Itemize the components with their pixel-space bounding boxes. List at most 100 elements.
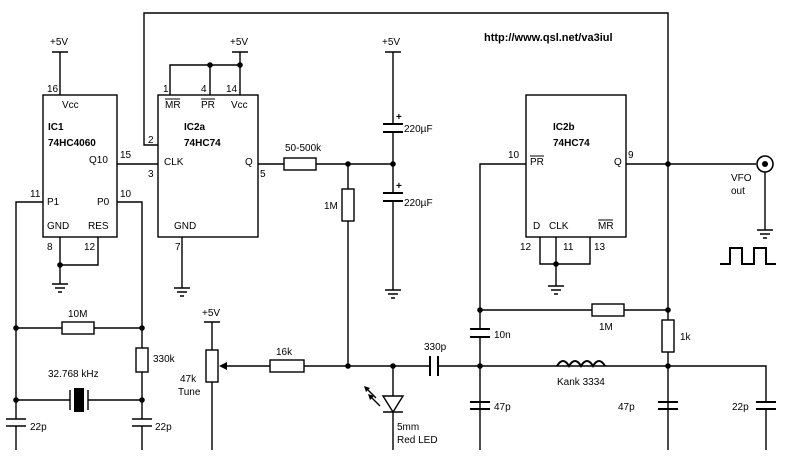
ic1-name: IC1 — [48, 122, 64, 133]
ic2b-pin-q: 9 — [628, 150, 634, 161]
c-47p-a-label: 47p — [494, 402, 511, 413]
ic2b-pin-pr: 10 — [508, 150, 520, 161]
junction-dot — [139, 325, 145, 331]
ic1-pin-p0: 10 — [120, 189, 132, 200]
c22-left1-label: 22p — [30, 422, 47, 433]
cap-22p-left1 — [6, 400, 26, 450]
ic2b-part: 74HC74 — [553, 138, 590, 149]
ic2a-pin-gnd: 7 — [175, 242, 181, 253]
wiper-arrow — [219, 362, 227, 370]
ground-symbol — [757, 229, 773, 239]
c22-left2-label: 22p — [155, 422, 172, 433]
cap-plus: + — [396, 181, 402, 192]
cap-22p-right — [756, 401, 776, 410]
junction-dot — [553, 261, 559, 267]
resistor-1m-left — [341, 188, 355, 222]
ic2a-chip — [157, 94, 259, 238]
ic2a-part: 74HC74 — [184, 138, 221, 149]
crystal — [74, 388, 84, 412]
junction-dot — [237, 62, 243, 68]
r-10m-label: 10M — [68, 309, 87, 320]
junction-dot — [345, 363, 351, 369]
r-1k-label: 1k — [680, 332, 692, 343]
r-1m-right-label: 1M — [599, 322, 613, 333]
ic2a-pin-clk: 3 — [148, 169, 154, 180]
led-symbol — [381, 395, 405, 414]
cap-220-top-label: 220µF — [404, 124, 433, 135]
cap-47p-b — [658, 401, 678, 410]
resistor-10m — [61, 321, 95, 335]
ic1-gnd-wire — [59, 237, 99, 284]
ic2b-pr-label: PR — [530, 157, 544, 168]
ground-symbol — [52, 283, 68, 293]
ic1-pin-q10: 15 — [120, 150, 132, 161]
xtal-label: 32.768 kHz — [48, 369, 99, 380]
cap-supply-label: +5V — [382, 37, 400, 48]
cap-10n — [470, 328, 490, 338]
ic1-p0-label: P0 — [97, 197, 110, 208]
c-22p-right-label: 22p — [732, 402, 749, 413]
inductor-label: Kank 3334 — [557, 377, 605, 388]
ic2a-clk-label: CLK — [164, 157, 184, 168]
square-wave-icon — [720, 247, 776, 265]
junction-dot — [13, 325, 19, 331]
cap-47p-a — [470, 401, 490, 410]
led-ray-arrows — [364, 386, 374, 400]
ic2a-pin-vcc: 14 — [226, 84, 238, 95]
ic2a-preset-wire — [169, 64, 240, 95]
ic1-res-label: RES — [88, 221, 109, 232]
ic2a-pin-mr: 1 — [163, 84, 169, 95]
ic1-pin-p1: 11 — [30, 189, 41, 200]
junction-dot — [207, 62, 213, 68]
feedback-wire — [143, 12, 669, 164]
ic1-pin-res: 12 — [84, 242, 96, 253]
pot-label: 47k — [180, 374, 197, 385]
ic2a-name: IC2a — [184, 122, 206, 133]
resistor-330k — [135, 347, 149, 373]
p1-wire — [15, 201, 43, 400]
ic1-supply-label: +5V — [50, 37, 68, 48]
r-1m-left-label: 1M — [324, 201, 338, 212]
junction-dot — [57, 262, 63, 268]
ic2a-supply-wire — [232, 51, 248, 95]
ground-symbol — [174, 287, 190, 297]
ic2a-pr-label: PR — [201, 100, 215, 111]
vfo-out-label: out — [731, 186, 745, 197]
vfo-label: VFO — [731, 173, 752, 184]
cap-22p-left2 — [132, 400, 152, 450]
c-47p-b-label: 47p — [618, 402, 635, 413]
ic1-pin-vcc: 16 — [47, 84, 59, 95]
ic2b-pin-clk: 11 — [563, 242, 574, 253]
cap-plus: + — [396, 112, 402, 123]
pot-supply-label: +5V — [202, 308, 220, 319]
ic2a-vcc-label: Vcc — [231, 100, 248, 111]
resistor-16k — [269, 359, 305, 373]
resistor-50-500k — [283, 157, 317, 171]
ic1-supply-wire — [52, 51, 68, 95]
c-10n-label: 10n — [494, 330, 511, 341]
ic1-vcc-label: Vcc — [62, 100, 79, 111]
junction-dot — [477, 363, 483, 369]
ic1-pin-gnd: 8 — [47, 242, 53, 253]
inductor-coil — [556, 360, 606, 368]
ic2a-mr-label: MR — [165, 100, 181, 111]
ic1-q10-label: Q10 — [89, 155, 108, 166]
url-text: http://www.qsl.net/va3iul — [484, 32, 613, 44]
ic2a-pin-q: 5 — [260, 169, 266, 180]
ic2a-gnd-label: GND — [174, 221, 196, 232]
ground-symbol — [548, 285, 564, 295]
ic2b-clk-label: CLK — [549, 221, 569, 232]
pot-wire — [204, 321, 220, 450]
potentiometer — [205, 349, 219, 383]
ground-symbol — [385, 289, 401, 299]
ic2b-mr-label: MR — [598, 221, 614, 232]
resistor-1k — [661, 319, 675, 353]
ic2b-pr-wire — [479, 163, 526, 450]
r-16k-label: 16k — [276, 347, 293, 358]
ic2b-q-label: Q — [614, 157, 622, 168]
ic1-p1-label: P1 — [47, 197, 60, 208]
led2-label: Red LED — [397, 435, 438, 446]
vfo-connector-pin — [762, 161, 768, 167]
